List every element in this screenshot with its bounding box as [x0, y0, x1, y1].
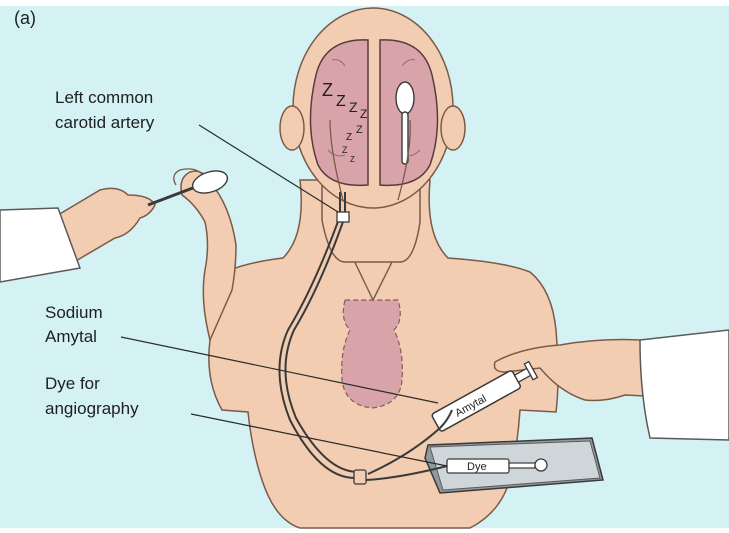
- catheter-clamp: [337, 212, 349, 222]
- sleep-z: Z: [322, 80, 333, 100]
- carotid-label-line1: Left common: [55, 87, 153, 108]
- sodium-amytal-label-line1: Sodium: [45, 302, 103, 323]
- dye-syringe-label: Dye: [467, 461, 487, 473]
- sodium-amytal-label-line2: Amytal: [45, 326, 97, 347]
- sleep-z: Z: [360, 107, 367, 121]
- right-ear: [441, 106, 465, 150]
- carotid-label-line2: carotid artery: [55, 112, 154, 133]
- sleep-z: Z: [346, 132, 352, 143]
- sleep-z: Z: [349, 99, 358, 115]
- sleep-z: Z: [350, 155, 355, 164]
- sleep-z: Z: [342, 145, 348, 155]
- sleep-z: Z: [336, 93, 346, 110]
- catheter-connector: [354, 470, 366, 484]
- doctor-right-sleeve: [640, 330, 729, 440]
- dye-label-line2: angiography: [45, 398, 139, 419]
- panel-label: (a): [14, 8, 36, 29]
- sleep-z: Z: [356, 124, 363, 136]
- dye-label-line1: Dye for: [45, 373, 100, 394]
- left-ear: [280, 106, 304, 150]
